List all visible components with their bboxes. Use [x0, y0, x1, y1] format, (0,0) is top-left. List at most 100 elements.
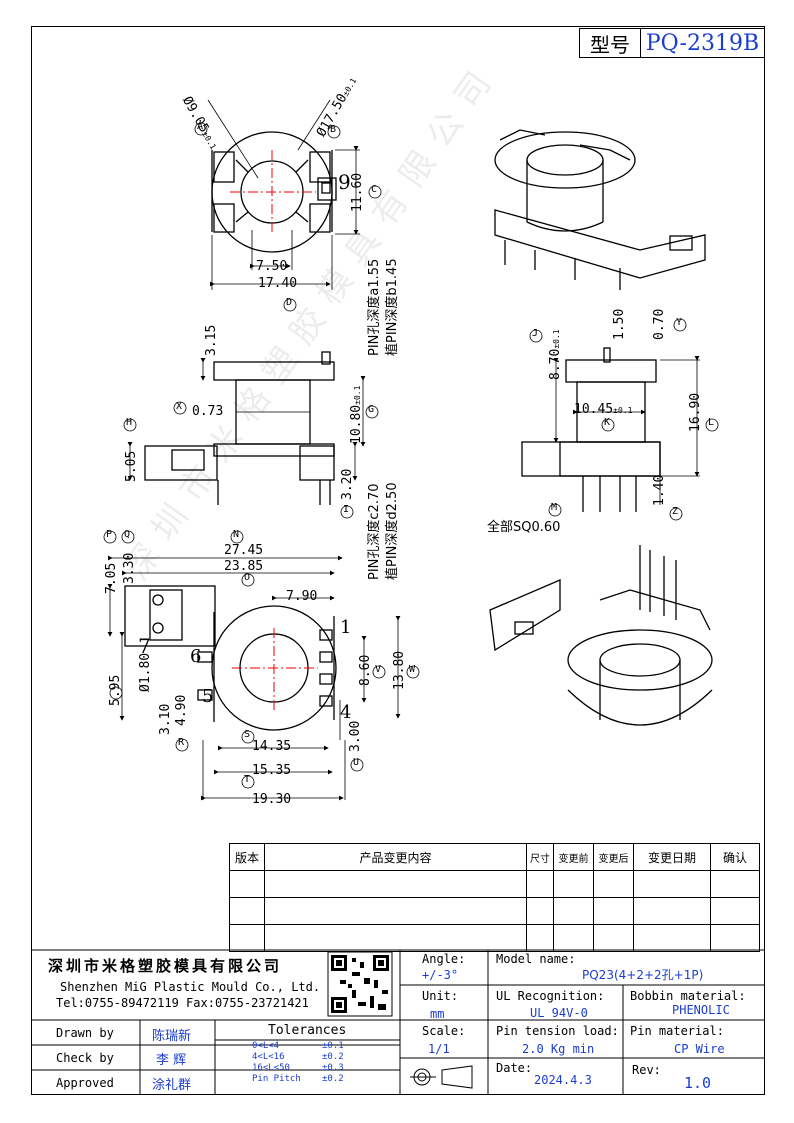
dim-1930: 19.30 — [252, 792, 292, 807]
mark-g: G — [368, 404, 375, 415]
dim-1080: 10.80±0.1 — [349, 385, 364, 444]
company-name-cn: 深圳市米格塑胶模具有限公司 — [48, 957, 283, 975]
revision-table: 版本 产品变更内容 尺寸 变更前 变更后 变更日期 确认 — [229, 843, 760, 952]
front-view — [521, 347, 700, 512]
mark-c: C — [371, 184, 378, 195]
mark-u: U — [353, 757, 360, 768]
pin-note-d: 植PIN深度d2.50 — [385, 482, 400, 580]
mark-r: R — [178, 737, 185, 748]
dim-top-w1: 7.50 — [256, 259, 288, 274]
pin-note-b: 植PIN深度b1.45 — [385, 258, 400, 356]
model-name-label: Model name: — [496, 952, 576, 966]
check-label: Check by — [56, 1051, 114, 1065]
mark-p: P — [106, 529, 113, 540]
tolerance-list: 0<L<4±0.1 4<L<16±0.2 16<L<50±0.3 Pin Pit… — [252, 1041, 344, 1085]
qr-code — [327, 951, 393, 1017]
dim-180: Ø1.80 — [138, 652, 153, 692]
approved-label: Approved — [56, 1076, 114, 1090]
pin-material-label: Pin material: — [630, 1024, 724, 1038]
mark-l: L — [708, 417, 715, 428]
model-value: PQ-2319B — [645, 30, 760, 56]
dim-150: 1.50 — [612, 308, 627, 340]
pin-6: 6 — [190, 646, 202, 667]
pin-4: 4 — [340, 702, 352, 723]
mark-o: O — [244, 572, 251, 583]
tolerance-row: 0<L<4±0.1 — [252, 1041, 344, 1051]
dim-310: 3.10 — [158, 703, 173, 735]
dim-300: 3.00 — [348, 720, 363, 752]
rev-header-version: 版本 — [229, 843, 265, 871]
mark-s: S — [244, 729, 251, 740]
unit-label: Unit: — [422, 989, 459, 1003]
pin-material-value: CP Wire — [674, 1042, 725, 1056]
tolerance-row: 4<L<16±0.2 — [252, 1052, 344, 1062]
mark-h: H — [126, 417, 133, 428]
top-view — [207, 99, 360, 290]
model-name-value: PQ23(4+2+2孔+1P) — [582, 968, 704, 982]
dim-705: 7.05 — [104, 562, 119, 594]
drawn-label: Drawn by — [56, 1026, 114, 1040]
scale-label: Scale: — [422, 1024, 466, 1038]
dim-2385: 23.85 — [224, 559, 264, 574]
bobbin-value: PHENOLIC — [672, 1003, 730, 1017]
dim-315: 3.15 — [204, 324, 219, 356]
dim-2745: 27.45 — [224, 543, 264, 558]
iso-view-bottom — [489, 545, 713, 726]
dim-1435: 14.35 — [252, 739, 292, 754]
dim-330: 3.30 — [122, 552, 137, 584]
dim-860: 8.60 — [358, 654, 373, 686]
dim-490: 4.90 — [174, 694, 189, 726]
bobbin-label: Bobbin material: — [630, 989, 746, 1003]
mark-k: K — [604, 417, 611, 428]
rev-value: 1.0 — [684, 1074, 712, 1092]
ul-value: UL 94V-0 — [530, 1006, 588, 1020]
check-value: 李 辉 — [156, 1053, 187, 1068]
angle-value: +/-3° — [422, 968, 459, 982]
bottom-view — [107, 555, 401, 801]
pin-1: 1 — [340, 617, 352, 638]
mark-y: Y — [676, 317, 683, 328]
pin-note-a: PIN孔深度a1.55 — [367, 258, 382, 356]
approved-value: 涂礼群 — [152, 1078, 192, 1093]
rev-header-date: 变更日期 — [633, 843, 711, 871]
mark-m: M — [551, 502, 558, 513]
rev-header-after: 变更后 — [593, 843, 634, 871]
pin-note-c: PIN孔深度c2.70 — [367, 483, 382, 581]
company-contact: Tel:0755-89472119 Fax:0755-23721421 — [56, 996, 309, 1010]
dim-320: 3.20 — [340, 468, 355, 500]
model-header: 型号 PQ-2319B — [579, 28, 765, 58]
mark-j: J — [532, 328, 539, 339]
dim-1690: 16.90 — [688, 392, 703, 432]
pin-5: 5 — [202, 686, 214, 707]
dim-070: 0.70 — [652, 308, 667, 340]
date-value: 2024.4.3 — [534, 1073, 592, 1087]
dim-top-h: 11.60 — [350, 172, 365, 212]
tolerances-title: Tolerances — [268, 1023, 347, 1038]
company-name-en: Shenzhen MiG Plastic Mould Co., Ltd. — [60, 980, 321, 994]
mark-t: T — [244, 774, 251, 785]
pin-7: 7 — [138, 634, 151, 658]
model-label: 型号 — [580, 29, 641, 57]
side-view — [127, 351, 366, 505]
rev-header-size: 尺寸 — [526, 843, 554, 871]
drawing-frame — [31, 26, 765, 1095]
unit-value: mm — [430, 1007, 445, 1021]
drawn-value: 陈瑞新 — [152, 1029, 192, 1044]
pin-mark-9: 9 — [338, 170, 351, 194]
dim-790: 7.90 — [286, 589, 318, 604]
mark-n: N — [233, 529, 240, 540]
rev-header-confirm: 确认 — [710, 843, 760, 871]
mark-v: V — [375, 664, 382, 675]
dim-505: 5.05 — [124, 450, 139, 482]
scale-value: 1/1 — [428, 1042, 450, 1056]
rev-header-before: 变更前 — [553, 843, 594, 871]
mark-w: W — [409, 664, 416, 675]
iso-view-top — [494, 129, 706, 290]
mark-b: B — [330, 124, 337, 135]
dim-1380: 13.80 — [392, 650, 407, 690]
tolerance-row: 16<L<50±0.3 — [252, 1063, 344, 1073]
mark-q: Q — [124, 529, 131, 540]
sq-note: 全部SQ0.60 — [487, 520, 561, 535]
tension-label: Pin tension load: — [496, 1024, 619, 1038]
mark-x: X — [176, 401, 183, 412]
